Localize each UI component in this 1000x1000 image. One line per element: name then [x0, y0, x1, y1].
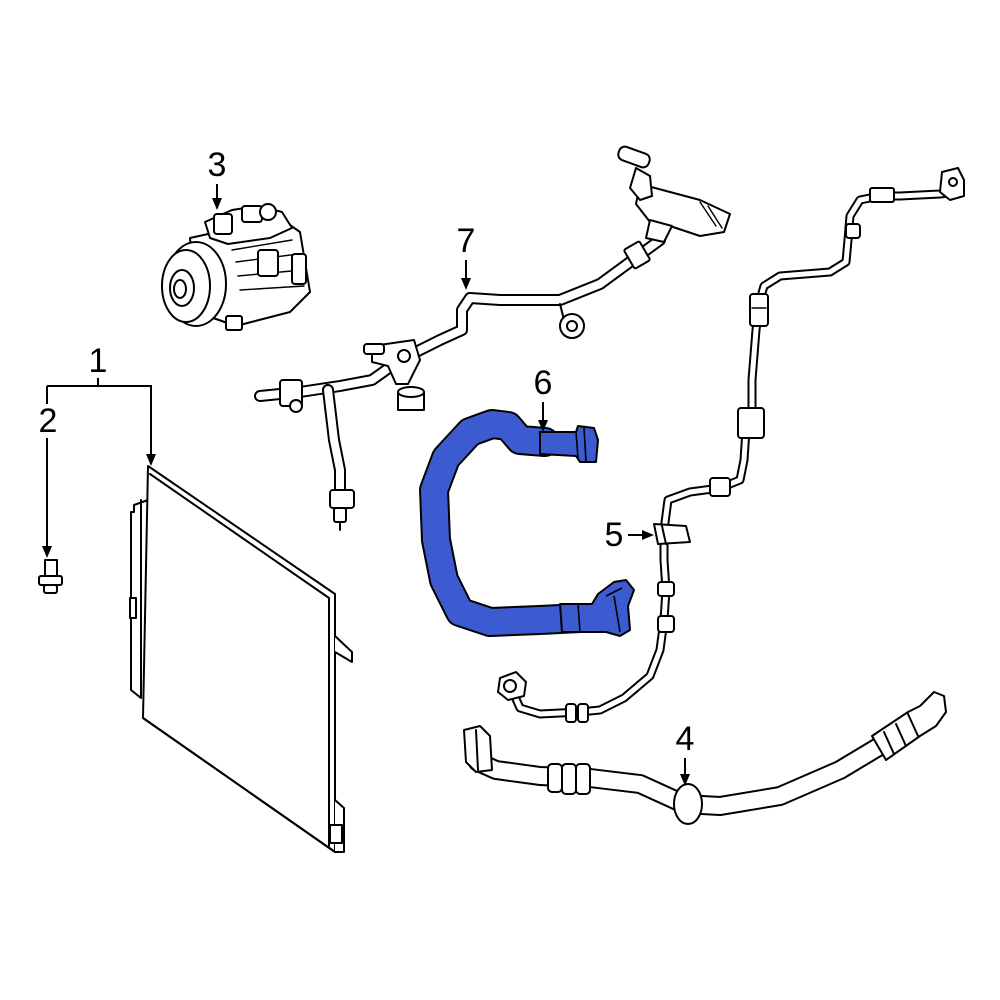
- callout-5: 5: [605, 516, 654, 554]
- callout-4: 4: [676, 720, 695, 786]
- part-7-hose-assembly[interactable]: [254, 145, 731, 531]
- hose-6-body: [421, 411, 593, 635]
- callout-7-label: 7: [457, 222, 476, 260]
- part-4-hose[interactable]: [463, 691, 947, 825]
- part-6-hose-highlighted[interactable]: [419, 409, 635, 637]
- callout-7: 7: [457, 222, 476, 290]
- callout-3-label: 3: [208, 146, 227, 184]
- callout-6: 6: [534, 364, 553, 432]
- callout-2-label: 2: [39, 402, 58, 440]
- hose-6-lower-fitting: [559, 579, 635, 637]
- part-3-compressor[interactable]: [161, 203, 311, 331]
- part-2-bolt[interactable]: [38, 559, 63, 594]
- part-5-clip-and-line[interactable]: [497, 167, 965, 723]
- part-1-condenser[interactable]: [129, 465, 353, 853]
- hose-6-upper-fitting: [539, 425, 599, 463]
- callout-6-label: 6: [534, 364, 553, 402]
- callout-1-label: 1: [89, 342, 108, 380]
- callout-3: 3: [208, 146, 227, 210]
- callout-2: 2: [39, 386, 58, 558]
- callout-5-label: 5: [605, 516, 624, 554]
- callout-4-label: 4: [676, 720, 695, 758]
- callout-1: 1: [47, 342, 156, 466]
